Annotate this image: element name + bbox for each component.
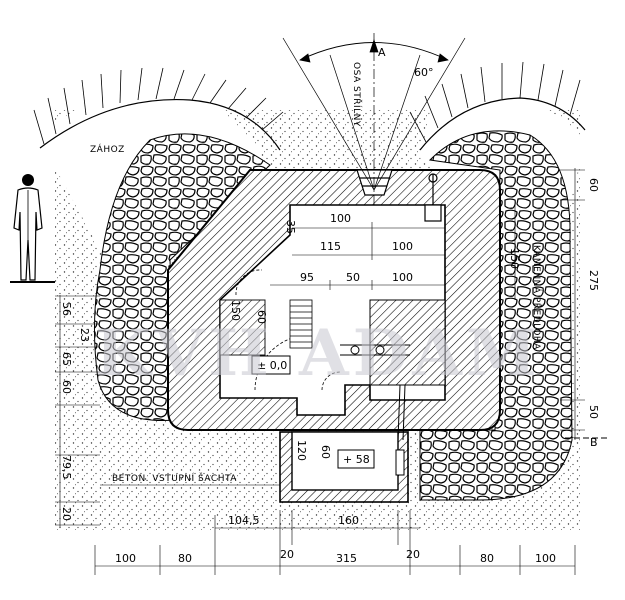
dim-mid-95: 95 (300, 271, 314, 284)
dim-left-60: 60 (60, 380, 73, 394)
dim-left-56: 56 (60, 302, 73, 316)
shaft-level-tag: + 58 (343, 453, 370, 466)
dim-bot-80a: 80 (178, 552, 192, 565)
section-a-label: A (378, 46, 386, 59)
dim-bot-20a: 20 (280, 548, 294, 561)
firing-sector (282, 30, 466, 205)
dim-top-115: 115 (320, 240, 341, 253)
dim-bot-100: 100 (115, 552, 136, 565)
floor-level-tag: ± 0,0 (257, 359, 287, 372)
sector-angle-label: 60° (414, 66, 434, 79)
dim-top-35: 35 (284, 220, 297, 234)
dim-bot-104-5: 104,5 (228, 514, 260, 527)
backfill-label: ZÁHOZ (90, 143, 125, 155)
dim-shaft-60: 60 (319, 445, 332, 459)
dim-right-275: 275 (587, 270, 600, 291)
dim-left-79-5: 79,5 (60, 455, 73, 480)
dim-right-60: 60 (587, 178, 600, 192)
staircase (289, 299, 313, 349)
dim-bot-80b: 80 (480, 552, 494, 565)
dim-top-100b: 100 (392, 240, 413, 253)
dim-left-20: 20 (60, 507, 73, 521)
dim-v-60: 60 (255, 310, 268, 324)
dim-v-150: 150 (229, 300, 242, 321)
stone-facing-label: KAMENNÁ PŘEDLOHA (531, 245, 543, 350)
dim-shaft-120: 120 (295, 440, 308, 461)
earth-mound-left (33, 67, 284, 151)
embrasure-axis-label: OSA STŘÍLNY (351, 62, 363, 127)
dim-right-50: 50 (587, 405, 600, 419)
dim-left-65: 65 (60, 352, 73, 366)
ventilation-pipes (340, 344, 410, 441)
dim-top-100a: 100 (330, 212, 351, 225)
dimension-lines (55, 168, 585, 575)
stone-revetment-right (419, 130, 573, 501)
earth-mound-right (409, 61, 586, 151)
dim-bot-315: 315 (336, 552, 357, 565)
shaft-ladder (395, 449, 405, 476)
dim-mid-100: 100 (392, 271, 413, 284)
dim-bot-160: 160 (338, 514, 359, 527)
dim-mid-50: 50 (346, 271, 360, 284)
section-b-label: B (590, 436, 598, 449)
person-silhouette (10, 174, 55, 283)
dim-top-150: 150 (508, 248, 521, 269)
watermark: KVH ADAM (95, 316, 541, 391)
dim-bot-20b: 20 (406, 548, 420, 561)
dim-left-23: 23 (78, 328, 91, 342)
entrance-shaft-label: BETON. VSTUPNÍ ŠACHTA (112, 472, 237, 484)
dim-bot-100b: 100 (535, 552, 556, 565)
